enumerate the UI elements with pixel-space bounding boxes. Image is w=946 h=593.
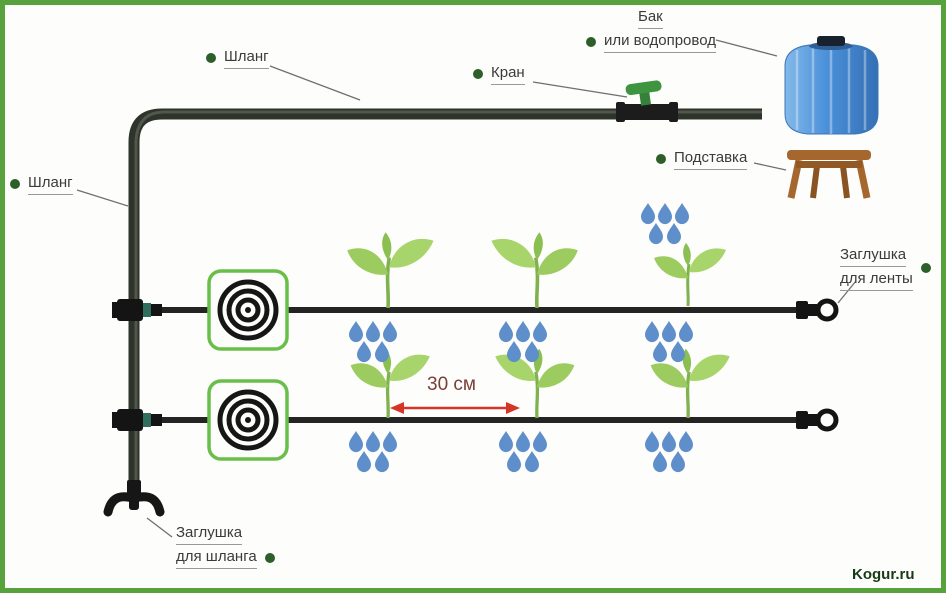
label-hose-left: Шланг <box>10 174 73 195</box>
label-dot-icon <box>473 69 483 80</box>
label-dot-icon <box>206 53 216 64</box>
tape-roll-top <box>209 271 287 349</box>
tape-end-plug-bottom <box>796 411 836 429</box>
label-tape-plug: Заглушка для ленты <box>840 246 931 291</box>
label-tank: Бак или водопровод <box>586 8 716 53</box>
label-text: или водопровод <box>604 32 716 53</box>
spacing-label: 30 см <box>427 374 476 395</box>
tee-fitting-bottom <box>112 409 162 431</box>
tap-valve <box>616 80 678 122</box>
label-text: Кран <box>491 64 525 85</box>
label-text: Подставка <box>674 149 748 170</box>
tee-fitting-top <box>112 299 162 321</box>
label-text: Заглушка <box>176 524 243 545</box>
water-drops <box>645 431 693 472</box>
stand-stool <box>787 150 871 199</box>
water-drops <box>499 431 547 472</box>
label-hose-top: Шланг <box>206 48 269 69</box>
hose-end-plug <box>103 480 165 517</box>
plant-icon <box>489 230 580 310</box>
water-drops <box>641 203 689 244</box>
plant-icon <box>652 241 728 308</box>
label-text: Заглушка <box>840 246 907 267</box>
label-text: для ленты <box>840 270 913 291</box>
tape-end-plug-top <box>796 301 836 319</box>
watermark: Kogur.ru <box>852 566 915 583</box>
label-text: Бак <box>638 8 663 29</box>
label-stand: Подставка <box>656 149 748 170</box>
label-text: Шланг <box>224 48 269 69</box>
water-tank <box>784 36 879 135</box>
tape-roll-bottom <box>209 381 287 459</box>
label-dot-icon <box>10 179 20 190</box>
label-text: для шланга <box>176 548 257 569</box>
supply-hose <box>128 108 762 482</box>
label-hose-plug: Заглушка для шланга <box>176 524 275 569</box>
label-dot-icon <box>586 37 596 48</box>
label-text: Шланг <box>28 174 73 195</box>
water-drops <box>349 431 397 472</box>
label-tap: Кран <box>473 64 525 85</box>
spacing-arrow <box>390 402 520 414</box>
label-dot-icon <box>920 263 931 274</box>
label-dot-icon <box>264 553 275 564</box>
leader-lines <box>76 39 857 538</box>
plant-icon <box>345 230 436 310</box>
label-dot-icon <box>656 154 666 165</box>
